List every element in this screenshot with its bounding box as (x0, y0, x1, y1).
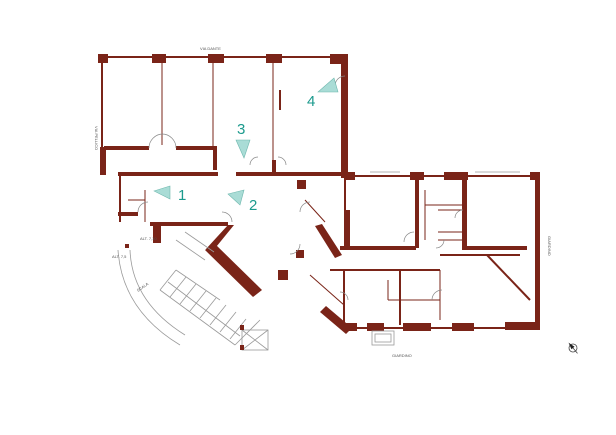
camera-3-number: 3 (237, 121, 245, 138)
level-label-a: ALT. 7,10 (140, 236, 157, 241)
camera-3[interactable]: 3 (235, 121, 251, 159)
camera-2-cone-icon (227, 189, 245, 206)
camera-1-number: 1 (178, 187, 186, 204)
street-label-top: VIA DANTE (200, 46, 221, 51)
camera-1[interactable]: 1 (153, 185, 186, 204)
north-arrow-icon (568, 342, 578, 354)
central-hall-walls (118, 172, 348, 297)
east-wing-walls (309, 171, 540, 346)
staircase (117, 225, 269, 351)
street-label-left: VIA PELLICO (94, 126, 99, 150)
camera-4[interactable]: 4 (307, 77, 339, 110)
north-wing-walls (98, 54, 348, 178)
camera-4-number: 4 (307, 93, 315, 110)
camera-2[interactable]: 2 (227, 189, 257, 214)
camera-1-cone-icon (153, 185, 171, 200)
camera-2-number: 2 (249, 197, 257, 214)
camera-4-cone-icon (317, 77, 339, 93)
street-label-bottom: GIARDINO (392, 353, 412, 358)
camera-3-cone-icon (235, 139, 251, 159)
street-label-right: GIARDINO (547, 236, 552, 256)
ramp-label: SCALA (136, 281, 150, 293)
level-label-b: ALT. 7,5 (112, 254, 127, 259)
